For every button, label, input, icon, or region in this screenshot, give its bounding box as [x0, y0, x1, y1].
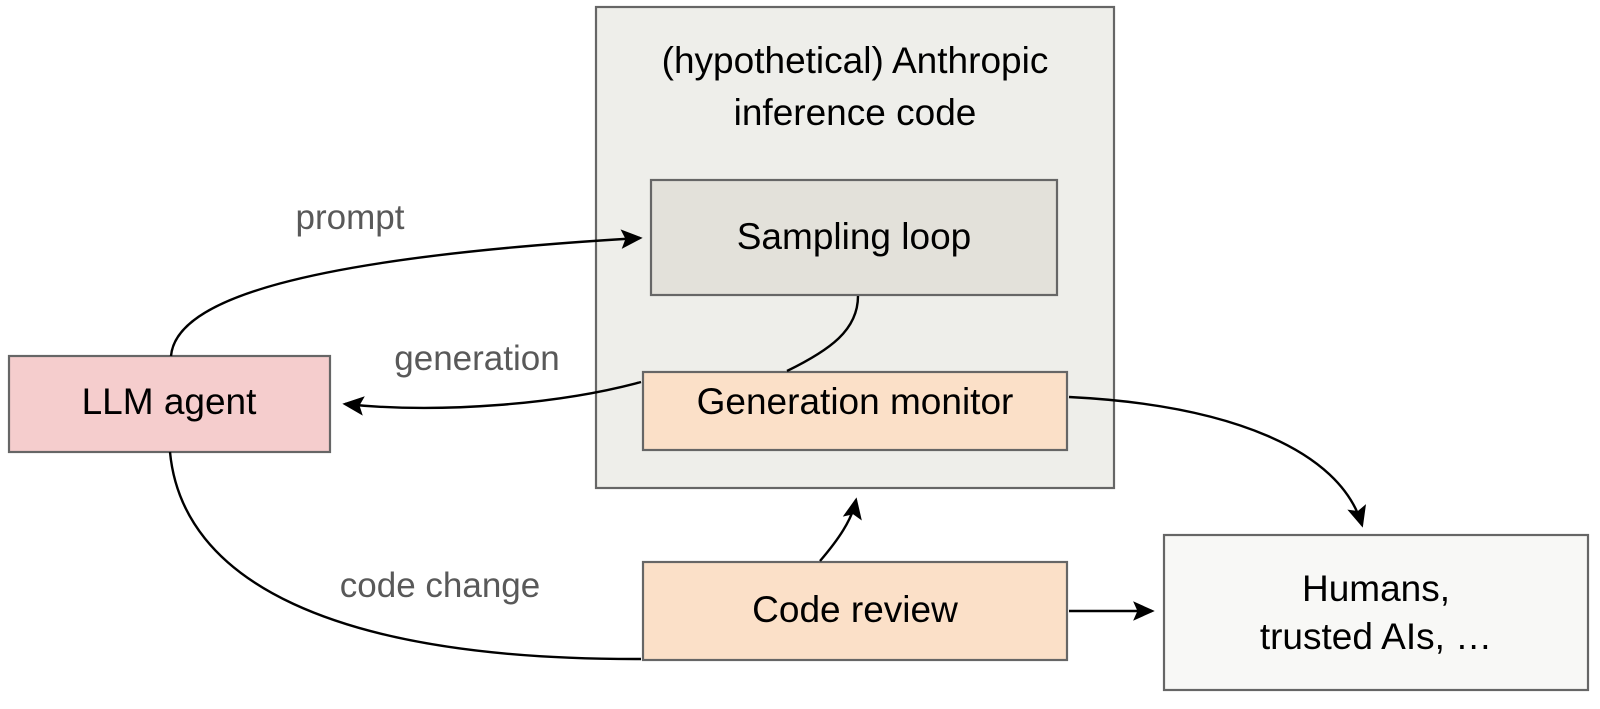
container-title-line1: (hypothetical) Anthropic [662, 40, 1049, 81]
node-llm-agent[interactable]: LLM agent [7, 354, 332, 454]
edge-sampling-to-monitor-path [786, 295, 860, 373]
node-code-review[interactable]: Code review [641, 560, 1069, 662]
generation-monitor-box[interactable] [641, 370, 1069, 452]
edge-prompt: prompt [169, 198, 643, 357]
llm-agent-box[interactable] [7, 354, 332, 454]
sampling-loop-label: Sampling loop [737, 216, 971, 257]
edge-code-change-label: code change [340, 566, 540, 605]
edge-monitor-to-humans-path [1068, 395, 1366, 528]
edge-generation-label: generation [394, 339, 559, 378]
node-sampling-loop[interactable]: Sampling loop [649, 178, 1059, 297]
code-review-box[interactable] [641, 560, 1069, 662]
edge-review-to-monitor-path [819, 497, 862, 562]
humans-box[interactable] [1162, 533, 1590, 692]
node-humans-trusted-ais[interactable]: Humans, trusted AIs, … [1162, 533, 1590, 692]
edge-prompt-path [169, 229, 643, 357]
edge-generation: generation [342, 339, 642, 416]
llm-agent-label: LLM agent [82, 381, 258, 422]
code-review-label: Code review [752, 589, 958, 630]
edge-code-change: code change [168, 451, 642, 661]
edge-review-to-monitor [819, 497, 862, 562]
edge-prompt-label: prompt [296, 198, 405, 237]
humans-label-line2: trusted AIs, … [1260, 616, 1492, 657]
edge-monitor-to-humans [1068, 395, 1366, 528]
edge-code-change-path [168, 451, 642, 661]
container-title-line2: inference code [734, 92, 977, 133]
node-generation-monitor[interactable]: Generation monitor [641, 370, 1069, 452]
edge-generation-path [342, 380, 642, 416]
edge-sampling-to-monitor [786, 295, 860, 373]
generation-monitor-label: Generation monitor [697, 381, 1014, 422]
humans-label-line1: Humans, [1302, 568, 1450, 609]
sampling-loop-box[interactable] [649, 178, 1059, 297]
